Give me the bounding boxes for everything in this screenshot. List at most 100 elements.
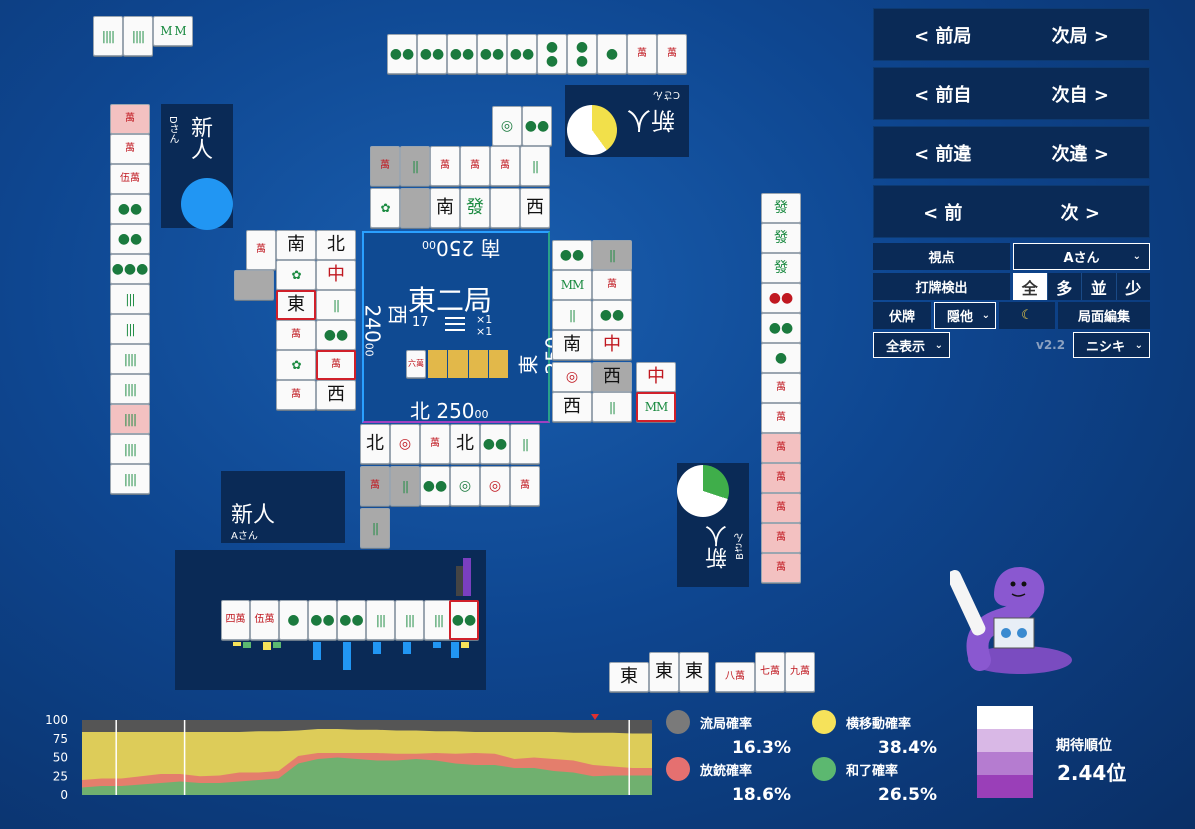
tile: 萬 xyxy=(276,320,316,350)
player-d-pie xyxy=(181,178,233,230)
tile: ||| xyxy=(110,284,150,314)
eval-bar xyxy=(373,642,381,654)
tile: 南 xyxy=(430,188,460,228)
tile: 北 xyxy=(360,424,390,464)
player-a-discards: 北 ◎ 萬 北 ●● || 萬 || ●● ◎ ◎ 萬 || xyxy=(360,424,544,550)
meld-tile-label: 東 xyxy=(620,666,638,687)
tile: ●● xyxy=(420,466,450,506)
hidden-tiles-select[interactable]: 隠他 ⌄ xyxy=(934,302,996,329)
tile: |||| xyxy=(110,374,150,404)
dora-slot xyxy=(448,350,468,378)
hand-tile-label: ||| xyxy=(404,613,415,627)
houjuu-dot xyxy=(666,757,690,781)
discard-mode-many[interactable]: 多 xyxy=(1046,273,1081,300)
next-diff-button[interactable]: 次違 > xyxy=(1051,143,1109,165)
meld-tile: 八萬 xyxy=(715,662,755,692)
hand-tile[interactable]: 四萬 xyxy=(221,600,250,640)
tile: 北 xyxy=(316,230,356,260)
tile: ● xyxy=(761,343,801,373)
tile: ●● xyxy=(592,300,632,330)
west-score: 西 24000 xyxy=(361,305,414,375)
meld-tile: 七萬 xyxy=(755,652,785,692)
eval-bar xyxy=(461,642,469,648)
tiles-left: 17 xyxy=(412,315,429,330)
north-score-value: 北 250 xyxy=(410,399,475,423)
player-d-sub: Dさん xyxy=(167,116,178,144)
tile: || xyxy=(510,424,540,464)
tile: 萬 xyxy=(761,523,801,553)
hidden-tiles-label: 伏牌 xyxy=(873,302,931,329)
next-self-button[interactable]: 次自 > xyxy=(1051,84,1109,106)
prev-button[interactable]: < 前 xyxy=(923,202,963,224)
tile: ✿ xyxy=(276,350,316,380)
tile: || xyxy=(592,240,632,270)
houjuu-label: 放銃確率 xyxy=(700,764,753,779)
tile: MM xyxy=(636,392,676,422)
agari-dot xyxy=(812,757,836,781)
stick-icon xyxy=(445,317,465,331)
night-mode-toggle[interactable]: ☾ xyxy=(999,302,1055,329)
discard-mode-few[interactable]: 少 xyxy=(1115,273,1150,300)
tile: 發 xyxy=(460,188,490,228)
yoko-label: 横移動確率 xyxy=(846,717,912,732)
tile: 萬 xyxy=(490,146,520,186)
meld-tile: 九萬 xyxy=(785,652,815,692)
ryukyoku-value: 16.3% xyxy=(732,738,791,758)
hand-tile[interactable]: 伍萬 xyxy=(250,600,279,640)
hand-tile[interactable]: ●● xyxy=(308,600,337,640)
next-round-button[interactable]: 次局 > xyxy=(1051,25,1109,47)
discard-mode-all[interactable]: 全 xyxy=(1013,273,1047,300)
tile: ●● xyxy=(480,424,510,464)
tile: ●● xyxy=(552,240,592,270)
chevron-down-icon: ⌄ xyxy=(1134,339,1143,351)
rank-swatch-4 xyxy=(977,775,1033,798)
viewpoint-value: Aさん xyxy=(1063,251,1100,266)
discard-mode-normal[interactable]: 並 xyxy=(1081,273,1116,300)
player-d-hand: 萬 萬 伍萬 ●● ●● ●●● ||| ||| |||| |||| |||| … xyxy=(110,104,150,499)
show-all-select[interactable]: 全表示 ⌄ xyxy=(873,332,950,358)
hand-tile[interactable]: ||| xyxy=(395,600,424,640)
current-position-marker[interactable] xyxy=(591,714,599,720)
tile: 萬 xyxy=(761,403,801,433)
tile: |||| xyxy=(93,16,123,56)
prev-diff-button[interactable]: < 前違 xyxy=(914,143,972,165)
diff-nav: < 前違 次違 > xyxy=(873,126,1150,179)
rank-swatch-3 xyxy=(977,752,1033,775)
tile: ●● xyxy=(316,320,356,350)
hand-tile[interactable]: ||| xyxy=(366,600,395,640)
tile: ● ● xyxy=(537,34,567,74)
tile: 萬 xyxy=(420,424,450,464)
tile: 萬 xyxy=(276,380,316,410)
chart-series-area xyxy=(82,757,652,795)
tile: ●● xyxy=(761,283,801,313)
eval-bar xyxy=(233,642,241,646)
hand-tile[interactable]: ||| xyxy=(424,600,453,640)
tile: 萬 xyxy=(761,493,801,523)
tile: ◎ xyxy=(552,362,592,392)
tile: 萬 xyxy=(316,350,356,380)
honba-count: ×1 xyxy=(476,313,493,326)
tile: 西 xyxy=(592,362,632,392)
version-label: v2.2 xyxy=(1036,338,1066,352)
hand-tile[interactable]: ●● xyxy=(337,600,366,640)
tile: ●● xyxy=(110,194,150,224)
tile: || xyxy=(360,508,390,548)
hand-tile-label: ● xyxy=(287,612,300,628)
prev-round-button[interactable]: < 前局 xyxy=(914,25,972,47)
viewpoint-select[interactable]: Aさん ⌄ xyxy=(1013,243,1150,270)
prev-self-button[interactable]: < 前自 xyxy=(914,84,972,106)
next-button[interactable]: 次 > xyxy=(1060,202,1100,224)
model-select[interactable]: ニシキ ⌄ xyxy=(1073,332,1150,358)
rank-swatch-2 xyxy=(977,729,1033,752)
tile: 南 xyxy=(552,330,592,360)
player-c-panel: 新人 Cさん xyxy=(565,85,689,157)
tile: 萬 xyxy=(246,230,276,270)
y-tick-label: 50 xyxy=(53,751,68,765)
edit-position-button[interactable]: 局面編集 xyxy=(1058,302,1150,329)
round-name: 東二局 xyxy=(408,284,493,317)
hand-tile[interactable]: ● xyxy=(279,600,308,640)
tile: 發 xyxy=(761,223,801,253)
meld-tile: 東 xyxy=(649,652,679,692)
rank-swatch xyxy=(977,706,1033,798)
drawn-tile[interactable]: ●● xyxy=(449,600,479,640)
